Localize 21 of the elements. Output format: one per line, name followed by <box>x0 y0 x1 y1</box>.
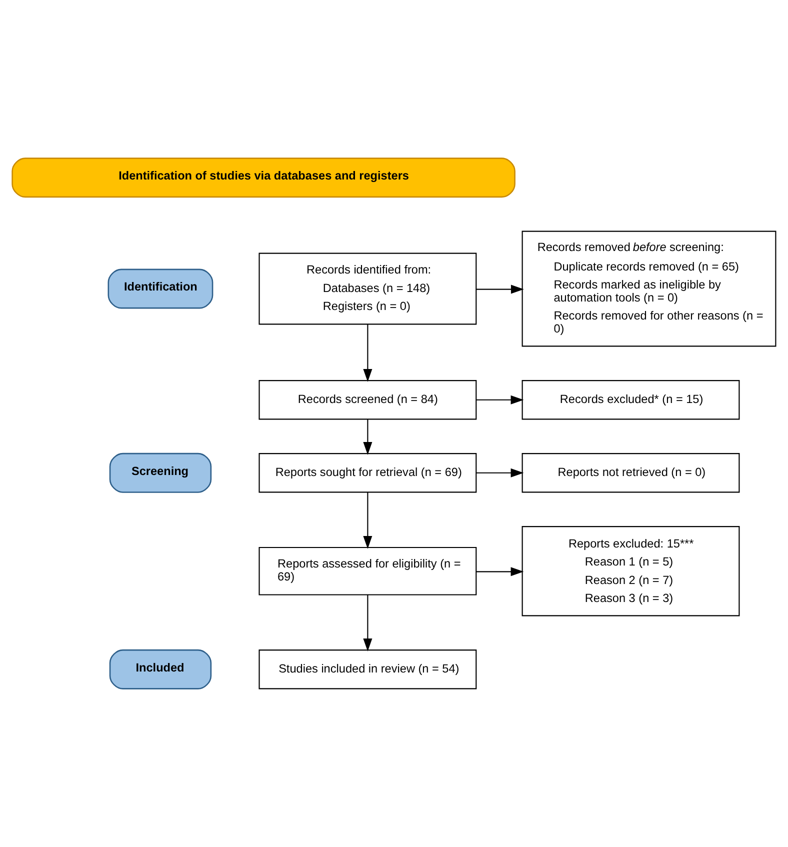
arrow <box>476 284 524 294</box>
arrow <box>476 468 524 478</box>
node-box: Identification of studies via databases and registers <box>12 158 516 198</box>
node-box: Reports assessed for eligibility (n = 69) <box>258 546 477 596</box>
node-box: Records excluded* (n = 15) <box>522 380 740 420</box>
node-box: Records identified from: Databases (n = 148) Registers (n = 0) <box>258 252 477 325</box>
arrow <box>363 492 372 549</box>
node-box: Studies included in review (n = 54) <box>258 650 477 690</box>
node-box: Reports excluded: 15*** Reason 1 (n = 5) Reason 2 (n = 7) Reason 3 (n = 3) <box>522 526 740 616</box>
node-box: Included <box>109 649 212 690</box>
arrow <box>363 324 372 382</box>
node-box: Screening <box>109 452 212 493</box>
node-box: Records removed before screening: Duplicate records removed (n = 65) Records marked as ineligible by automation tools (n = 0) Records removed for other reasons (n = 0) <box>522 230 776 347</box>
arrow <box>363 594 372 652</box>
arrow <box>363 419 372 455</box>
node-box: Reports sought for retrieval (n = 69) <box>258 453 477 493</box>
node-box: Identification <box>108 268 214 309</box>
node-box: Reports not retrieved (n = 0) <box>522 453 740 493</box>
node-box: Records screened (n = 84) <box>258 380 477 420</box>
arrow <box>476 567 524 576</box>
arrow <box>476 395 524 404</box>
